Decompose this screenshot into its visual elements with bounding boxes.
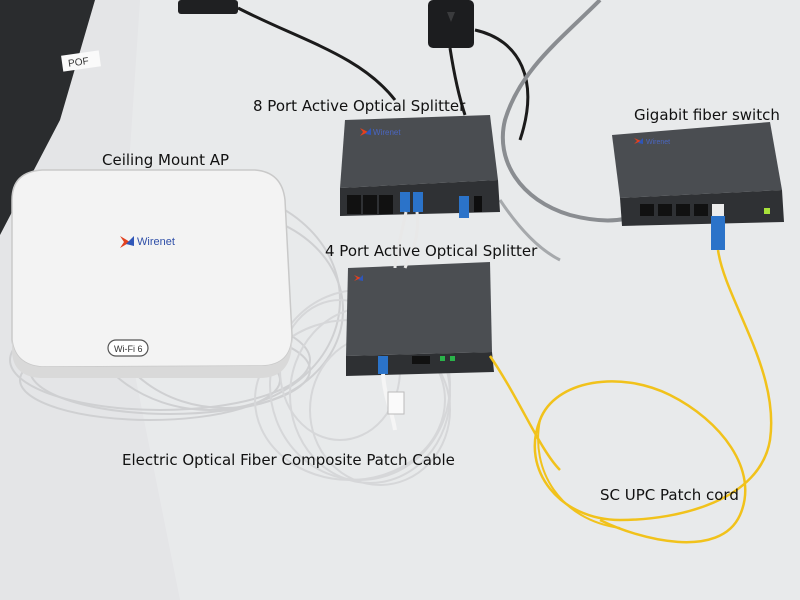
splitter-8-port: Wirenet xyxy=(340,115,500,218)
gigabit-fiber-switch: Wirenet xyxy=(612,122,784,226)
label-sc-upc-patch-cord: SC UPC Patch cord xyxy=(600,486,739,504)
switch-logo: Wirenet xyxy=(634,138,670,146)
svg-text:Wirenet: Wirenet xyxy=(373,128,401,137)
label-ceiling-mount-ap: Ceiling Mount AP xyxy=(102,151,230,169)
svg-text:Wirenet: Wirenet xyxy=(646,139,670,146)
ap-wirenet-logo: Wirenet xyxy=(120,236,175,248)
svg-text:POF: POF xyxy=(68,56,90,70)
svg-text:Wi-Fi 6: Wi-Fi 6 xyxy=(114,344,143,354)
ceiling-mount-ap: Wirenet Wi-Fi 6 xyxy=(11,169,293,378)
splitter-4-port xyxy=(346,262,494,376)
power-adapter-left xyxy=(178,0,238,14)
wifi6-badge: Wi-Fi 6 xyxy=(107,339,149,357)
label-8-port-splitter: 8 Port Active Optical Splitter xyxy=(253,97,466,115)
label-composite-patch-cable: Electric Optical Fiber Composite Patch C… xyxy=(122,451,455,469)
svg-text:Wirenet: Wirenet xyxy=(137,236,175,248)
splitter8-logo: Wirenet xyxy=(360,128,401,137)
power-adapter-right xyxy=(428,0,474,48)
splitter4-logo xyxy=(354,275,363,281)
label-gigabit-fiber-switch: Gigabit fiber switch xyxy=(634,106,780,124)
label-4-port-splitter: 4 Port Active Optical Splitter xyxy=(325,242,538,260)
sc-connector-blue xyxy=(711,216,725,250)
pof-tag: POF xyxy=(61,50,101,72)
